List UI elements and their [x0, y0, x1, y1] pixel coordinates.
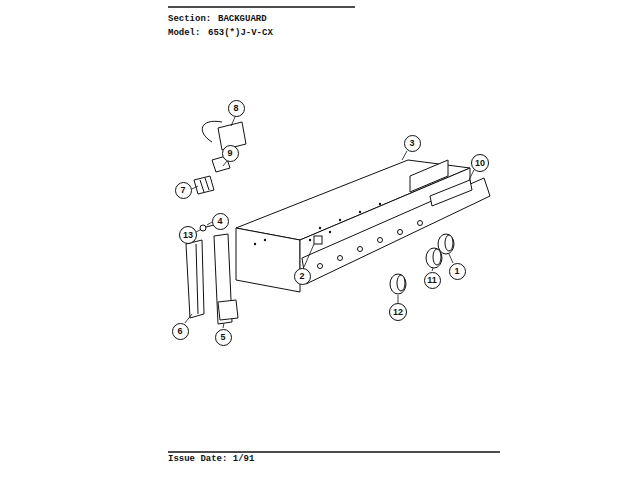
callout-number: 10	[475, 159, 485, 168]
callout-circle: 5	[215, 329, 232, 346]
callout-circle: 1	[449, 263, 466, 280]
callout-number: 8	[233, 104, 238, 113]
callout-circle: 7	[175, 182, 192, 199]
header-text: Section:	[168, 14, 211, 24]
callout-circle: 4	[212, 213, 229, 230]
callout-circle: 3	[404, 135, 421, 152]
callout-number: 7	[180, 186, 185, 195]
callout-circle: 6	[172, 323, 189, 340]
callout-circle: 13	[179, 226, 197, 244]
callout-number: 13	[183, 231, 193, 240]
callout-number: 9	[227, 149, 232, 158]
callout-circle: 9	[222, 145, 239, 162]
header-text: 653(*)J-V-CX	[208, 28, 273, 38]
issue-date: Issue Date: 1/91	[168, 454, 254, 464]
callout-circle: 12	[389, 303, 407, 321]
callout-number: 12	[393, 308, 403, 317]
callout-number: 1	[454, 267, 459, 276]
callout-circle: 11	[424, 272, 441, 289]
callout-number: 2	[299, 272, 304, 281]
callout-number: 3	[409, 139, 414, 148]
callout-circle: 8	[228, 100, 245, 117]
header-text: BACKGUARD	[218, 14, 267, 24]
callout-circle: 2	[294, 268, 311, 285]
callout-circle: 10	[471, 154, 489, 172]
callout-number: 5	[220, 333, 225, 342]
header-text: Model:	[168, 28, 200, 38]
callout-number: 11	[427, 276, 437, 285]
callout-number: 6	[177, 327, 182, 336]
callout-number: 4	[217, 217, 222, 226]
